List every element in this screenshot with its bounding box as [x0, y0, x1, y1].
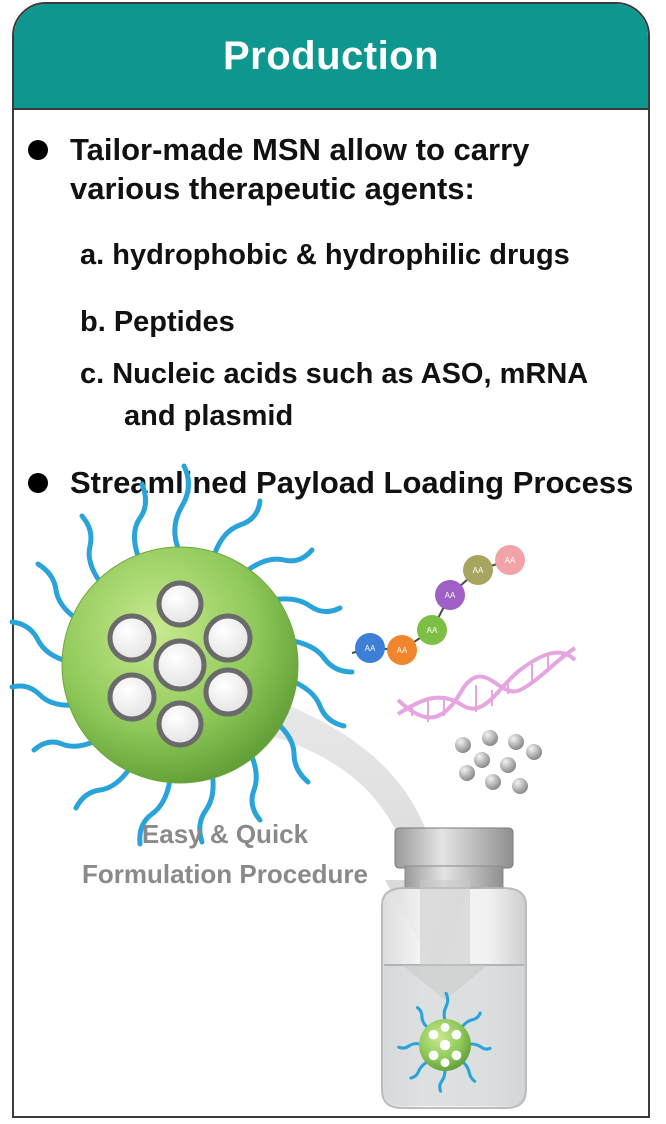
nanoparticle-icon [9, 463, 355, 847]
peptide-bead-label: AA [397, 646, 408, 655]
production-card: Production [12, 2, 650, 1118]
sub-item-peptides: b. Peptides [80, 306, 235, 338]
sub-item-drugs: a. hydrophobic & hydrophilic drugs [80, 239, 570, 271]
small-molecule-drugs-icon [455, 730, 542, 794]
small-nanoparticle-icon [397, 991, 492, 1093]
bullet-payload-loading: Streamlined Payload Loading Process [28, 463, 633, 502]
bullet-dot-icon [28, 140, 48, 160]
caption-line: Easy & Quick [141, 819, 309, 849]
dna-helix-icon [396, 646, 577, 722]
bullet-line: Tailor-made MSN allow to carry [70, 132, 530, 167]
peptide-bead-label: AA [427, 626, 438, 635]
caption-line: Formulation Procedure [81, 859, 369, 889]
sub-item-nucleic-acids: c. Nucleic acids such as ASO, mRNA [80, 358, 589, 390]
header-bar: Production [14, 4, 648, 110]
peptide-bead-label: AA [473, 566, 484, 575]
bullet-line: various therapeutic agents: [70, 171, 475, 206]
peptide-bead-label: AA [445, 591, 456, 600]
bullet-dot-icon [28, 473, 48, 493]
sub-item-nucleic-acids-cont: and plasmid [124, 400, 294, 432]
peptide-bead-label: AA [365, 644, 376, 653]
peptide-chain-icon [351, 545, 525, 665]
page-title: Production [222, 33, 440, 78]
peptide-bead-label: AA [505, 556, 516, 565]
bullet-line: Streamlined Payload Loading Process [70, 465, 634, 500]
bullet-therapeutic-agents: Tailor-made MSN allow to carry various t… [28, 130, 529, 208]
caption: Easy & Quick Formulation Procedure [60, 814, 390, 894]
